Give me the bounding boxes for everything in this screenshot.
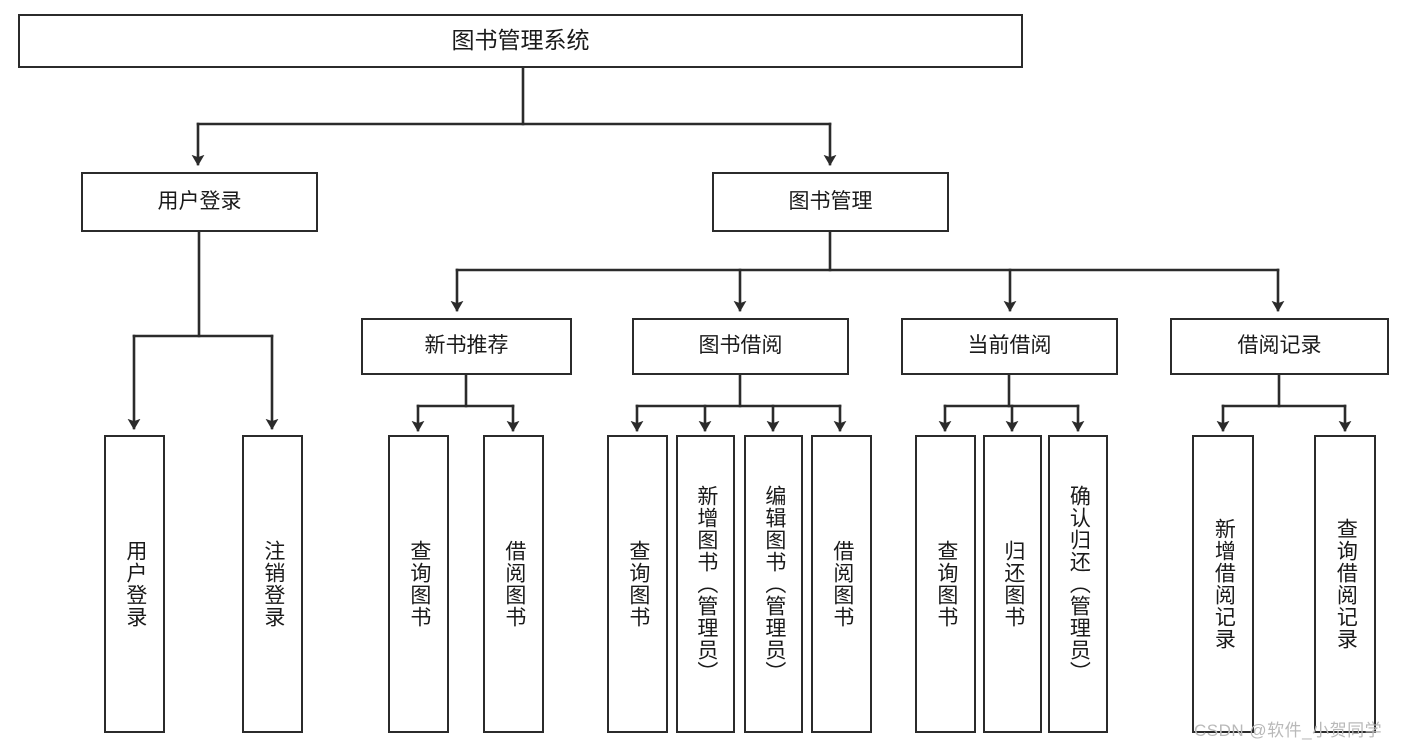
node-leaf-return-book-label: 归还图书 (1001, 540, 1025, 628)
csdn-watermark-label: CSDN @软件_小贺同学 (1194, 721, 1383, 740)
node-book-borrow-label: 图书借阅 (698, 334, 783, 358)
node-user-login[interactable]: 用户登录 (81, 172, 318, 232)
node-leaf-return-book[interactable]: 归还图书 (983, 435, 1042, 733)
node-current-borrow-label: 当前借阅 (967, 334, 1052, 358)
node-leaf-add-borrow-record-label: 新增借阅记录 (1212, 518, 1236, 650)
node-leaf-confirm-return-admin-label: 确认归还（管理员） (1067, 485, 1091, 683)
node-leaf-query-book-current-label: 查询图书 (934, 540, 958, 628)
node-leaf-edit-book-admin[interactable]: 编辑图书（管理员） (744, 435, 803, 733)
node-new-book-recommend[interactable]: 新书推荐 (361, 318, 572, 375)
node-root-book-management-system[interactable]: 图书管理系统 (18, 14, 1023, 68)
node-new-book-recommend-label: 新书推荐 (424, 334, 509, 358)
node-borrow-record[interactable]: 借阅记录 (1170, 318, 1389, 375)
node-leaf-borrow-book-borrow-label: 借阅图书 (830, 540, 854, 628)
node-leaf-user-login[interactable]: 用户登录 (104, 435, 165, 733)
node-leaf-query-book-current[interactable]: 查询图书 (915, 435, 976, 733)
csdn-watermark: CSDN @软件_小贺同学 (1194, 716, 1382, 741)
node-leaf-logout-label: 注销登录 (261, 540, 285, 628)
node-borrow-record-label: 借阅记录 (1237, 334, 1322, 358)
node-leaf-borrow-book-borrow[interactable]: 借阅图书 (811, 435, 872, 733)
node-root-label: 图书管理系统 (451, 27, 590, 54)
node-leaf-add-borrow-record[interactable]: 新增借阅记录 (1192, 435, 1254, 733)
node-book-manage-label: 图书管理 (788, 189, 873, 213)
node-leaf-query-book-new-label: 查询图书 (407, 540, 431, 628)
node-leaf-confirm-return-admin[interactable]: 确认归还（管理员） (1048, 435, 1108, 733)
node-book-borrow[interactable]: 图书借阅 (632, 318, 849, 375)
node-current-borrow[interactable]: 当前借阅 (901, 318, 1118, 375)
node-leaf-borrow-book-new[interactable]: 借阅图书 (483, 435, 544, 733)
node-book-manage[interactable]: 图书管理 (712, 172, 949, 232)
node-leaf-query-borrow-record[interactable]: 查询借阅记录 (1314, 435, 1376, 733)
node-user-login-label: 用户登录 (157, 189, 242, 213)
node-leaf-query-borrow-record-label: 查询借阅记录 (1334, 518, 1358, 650)
node-leaf-query-book-borrow-label: 查询图书 (626, 540, 650, 628)
node-leaf-user-login-label: 用户登录 (123, 540, 147, 628)
node-leaf-add-book-admin-label: 新增图书（管理员） (694, 485, 718, 683)
node-leaf-add-book-admin[interactable]: 新增图书（管理员） (676, 435, 735, 733)
node-leaf-query-book-borrow[interactable]: 查询图书 (607, 435, 668, 733)
node-leaf-edit-book-admin-label: 编辑图书（管理员） (762, 485, 786, 683)
node-leaf-query-book-new[interactable]: 查询图书 (388, 435, 449, 733)
node-leaf-borrow-book-new-label: 借阅图书 (502, 540, 526, 628)
node-leaf-logout[interactable]: 注销登录 (242, 435, 303, 733)
